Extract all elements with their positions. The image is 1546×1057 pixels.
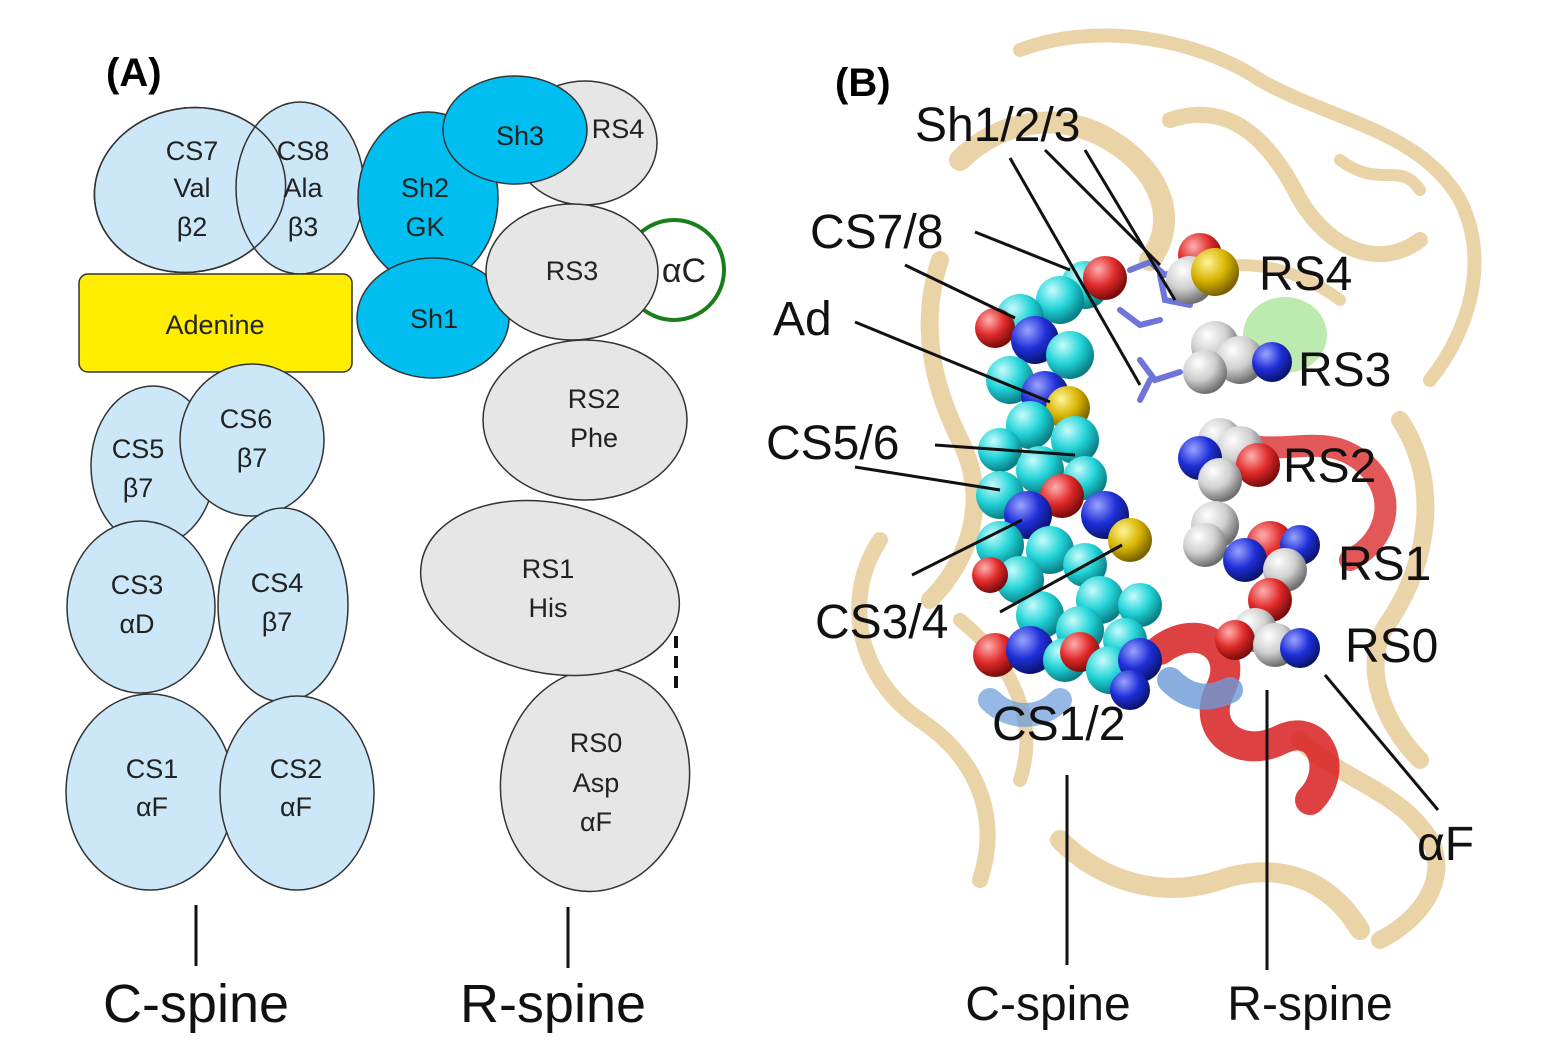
rs4-label-b: RS4	[1259, 248, 1352, 301]
rs3-node: RS3	[485, 203, 659, 341]
cs6-ellipse	[179, 363, 325, 517]
alpha-f-label-b: αF	[1417, 818, 1474, 871]
cs6-structure: β7	[237, 443, 268, 473]
cs3-structure: αD	[119, 609, 154, 639]
cs4-node: CS4 β7	[217, 507, 349, 703]
rs1-residue: His	[529, 593, 568, 623]
alpha-f-helix	[978, 429, 1397, 815]
cs8-node: CS8 Ala β3	[93, 101, 365, 275]
rs1-label: RS1	[522, 554, 575, 584]
cs1-structure: αF	[136, 792, 168, 822]
cs3-label: CS3	[111, 570, 164, 600]
cs5-label: CS5	[112, 434, 165, 464]
rs0-label: RS0	[570, 728, 623, 758]
rs0-residue: Asp	[573, 768, 620, 798]
sh2-sublabel: GK	[405, 212, 444, 242]
rs0-label-b: RS0	[1345, 620, 1438, 673]
panel-b-label: (B)	[835, 61, 891, 105]
leader-lines	[854, 148, 1440, 970]
ad-label: Ad	[773, 293, 832, 346]
sh123-label: Sh1/2/3	[915, 99, 1080, 152]
cs34-label: CS3/4	[815, 596, 948, 649]
cs2-ellipse	[219, 695, 375, 891]
cs8-residue: Ala	[283, 173, 323, 203]
cs78-label: CS7/8	[810, 206, 943, 259]
cs6-node: CS6 β7	[179, 363, 325, 517]
rs2-label-b: RS2	[1283, 440, 1376, 493]
panel-b: (B) Sh1/2/3 CS7/8 Ad CS5/6 CS3/4 CS1/2 R…	[766, 28, 1482, 1031]
cs1-label: CS1	[126, 754, 179, 784]
rs3-label-b: RS3	[1298, 344, 1391, 397]
sh3-label: Sh3	[496, 121, 544, 151]
sh1-label: Sh1	[410, 304, 458, 334]
r-spine-label-a: R-spine	[460, 974, 646, 1034]
cs7-outline	[93, 106, 287, 274]
cs2-node: CS2 αF	[219, 695, 375, 891]
cs6-label: CS6	[220, 404, 273, 434]
r-spine-label-b: R-spine	[1227, 978, 1392, 1031]
adenine-rect	[78, 273, 353, 373]
cs3-ellipse	[66, 520, 216, 694]
c-spine-label-a: C-spine	[103, 974, 289, 1034]
r-spine-spheres	[1166, 233, 1320, 668]
cs4-ellipse	[217, 507, 349, 703]
cs56-label: CS5/6	[766, 417, 899, 470]
cs2-label: CS2	[270, 754, 323, 784]
rs1-node: RS1 His	[419, 499, 681, 677]
c-spine-label-b: C-spine	[965, 978, 1130, 1031]
c-spine-spheres	[972, 256, 1162, 710]
cs3-node: CS3 αD	[66, 520, 216, 694]
cs7-structure: β2	[177, 212, 208, 242]
sh3-node: Sh3	[442, 75, 588, 185]
rs2-residue: Phe	[570, 423, 618, 453]
cs12-label: CS1/2	[992, 698, 1125, 751]
panel-a: (A) CS7 Val β2 CS8 Ala β3 Adenine Sh2 GK…	[65, 51, 726, 1034]
rs2-ellipse	[482, 339, 688, 501]
cs8-structure: β3	[288, 212, 319, 242]
cs4-structure: β7	[262, 607, 293, 637]
cs7-label: CS7	[166, 136, 219, 166]
cs7-node: CS7 Val β2	[93, 106, 287, 274]
cs1-node: CS1 αF	[65, 693, 235, 891]
adenine-label: Adenine	[165, 310, 264, 340]
rs0-structure: αF	[580, 807, 612, 837]
sh2-label: Sh2	[401, 173, 449, 203]
cs5-structure: β7	[123, 473, 154, 503]
cs4-label: CS4	[251, 568, 304, 598]
rs4-label: RS4	[592, 114, 645, 144]
rs3-label: RS3	[546, 256, 599, 286]
adenine-node: Adenine	[78, 273, 353, 373]
cs8-label: CS8	[277, 136, 330, 166]
cs7-residue: Val	[173, 173, 210, 203]
cs2-structure: αF	[280, 792, 312, 822]
rs0-node: RS0 Asp αF	[499, 667, 691, 893]
alpha-c-label: αC	[662, 252, 706, 290]
sh3-ellipse	[442, 75, 588, 185]
rs2-label: RS2	[568, 384, 621, 414]
rs2-node: RS2 Phe	[482, 339, 688, 501]
panel-a-label: (A)	[106, 51, 162, 95]
rs1-label-b: RS1	[1338, 538, 1431, 591]
rs1-ellipse	[419, 499, 681, 677]
